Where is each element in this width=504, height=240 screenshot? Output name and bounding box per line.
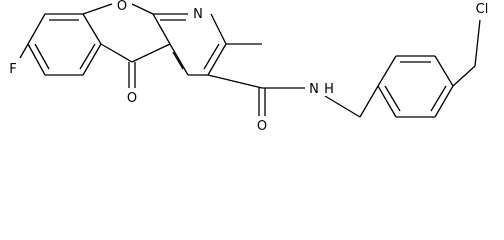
bond — [172, 51, 184, 70]
bond — [359, 85, 379, 118]
label-backdrop — [322, 80, 336, 96]
amide-oxygen-label: O — [257, 119, 267, 134]
chlorine-label: Cl — [476, 2, 489, 17]
bond — [430, 85, 447, 112]
carbonyl-oxygen-label: O — [127, 91, 137, 106]
label-backdrop — [255, 117, 269, 133]
bond — [384, 85, 401, 112]
bond — [100, 43, 133, 63]
bond — [79, 43, 96, 70]
bond — [377, 55, 397, 87]
label-backdrop — [306, 80, 322, 96]
bond — [152, 13, 171, 45]
fluorine-label: F — [9, 62, 16, 77]
bond — [207, 74, 263, 89]
bond — [82, 3, 113, 15]
bond — [210, 13, 227, 45]
label-backdrop — [115, 0, 129, 13]
bond — [19, 43, 29, 59]
label-backdrop — [125, 89, 139, 105]
ring-oxygen-label: O — [117, 0, 127, 14]
bond — [203, 43, 220, 70]
label-backdrop — [471, 0, 493, 16]
bond — [377, 85, 397, 118]
bond — [434, 55, 454, 87]
bond — [434, 85, 454, 118]
molecule-structure: F O N O O N H Cl — [6, 0, 493, 134]
bond — [27, 13, 46, 45]
atom-labels: F O N O O N H Cl — [6, 0, 493, 134]
ring-nitrogen-label: N — [193, 7, 203, 22]
bond — [452, 65, 476, 87]
bond — [474, 19, 481, 67]
label-backdrop — [6, 60, 20, 76]
bond — [27, 43, 46, 76]
bond — [82, 13, 102, 45]
bond — [169, 43, 189, 76]
bond-lines — [19, 3, 481, 118]
bond — [34, 43, 50, 70]
bond — [82, 43, 102, 76]
amide-nitrogen-label: N — [309, 82, 319, 97]
bond — [131, 3, 154, 15]
bond — [131, 43, 171, 63]
bond — [324, 95, 361, 118]
amide-hydrogen-label: H — [324, 82, 334, 97]
label-backdrop — [190, 5, 206, 21]
bond — [207, 43, 227, 76]
